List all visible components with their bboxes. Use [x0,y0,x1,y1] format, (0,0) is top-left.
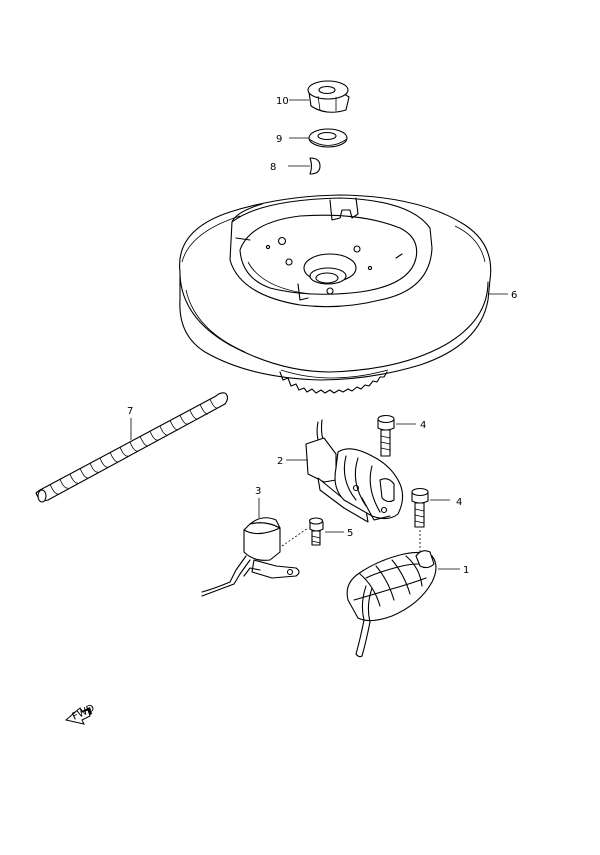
callout-6: 6 [511,290,517,301]
fwd-arrow-icon: FWD [64,703,97,725]
callout-2: 2 [277,456,283,467]
part-1-charge-coil [346,550,437,658]
callout-8: 10 [276,96,289,107]
callout-3: 3 [255,486,261,497]
part-4-bolt-lower [411,487,429,528]
part-9-washer [308,128,348,148]
callout-4a: 4 [420,420,426,431]
assembly-guide-line [281,527,309,547]
flywheel-ring-gear-teeth [279,369,389,394]
callout-7: 7 [127,406,133,417]
part-6-flywheel [179,194,492,394]
part-10-key [309,157,321,175]
callout-4b: 4 [456,497,462,508]
part-4-bolt-upper [377,414,395,457]
part-3-ignition-coil [201,517,300,597]
part-2-pulser-coil [305,419,404,523]
callout-5: 5 [347,528,353,539]
callout-9: 9 [276,134,282,145]
part-5-bolt [308,517,324,546]
part-8-nut [307,80,350,113]
part-7-spiral-tube [35,392,229,503]
callout-10: 8 [270,162,276,173]
callout-1: 1 [463,565,469,576]
